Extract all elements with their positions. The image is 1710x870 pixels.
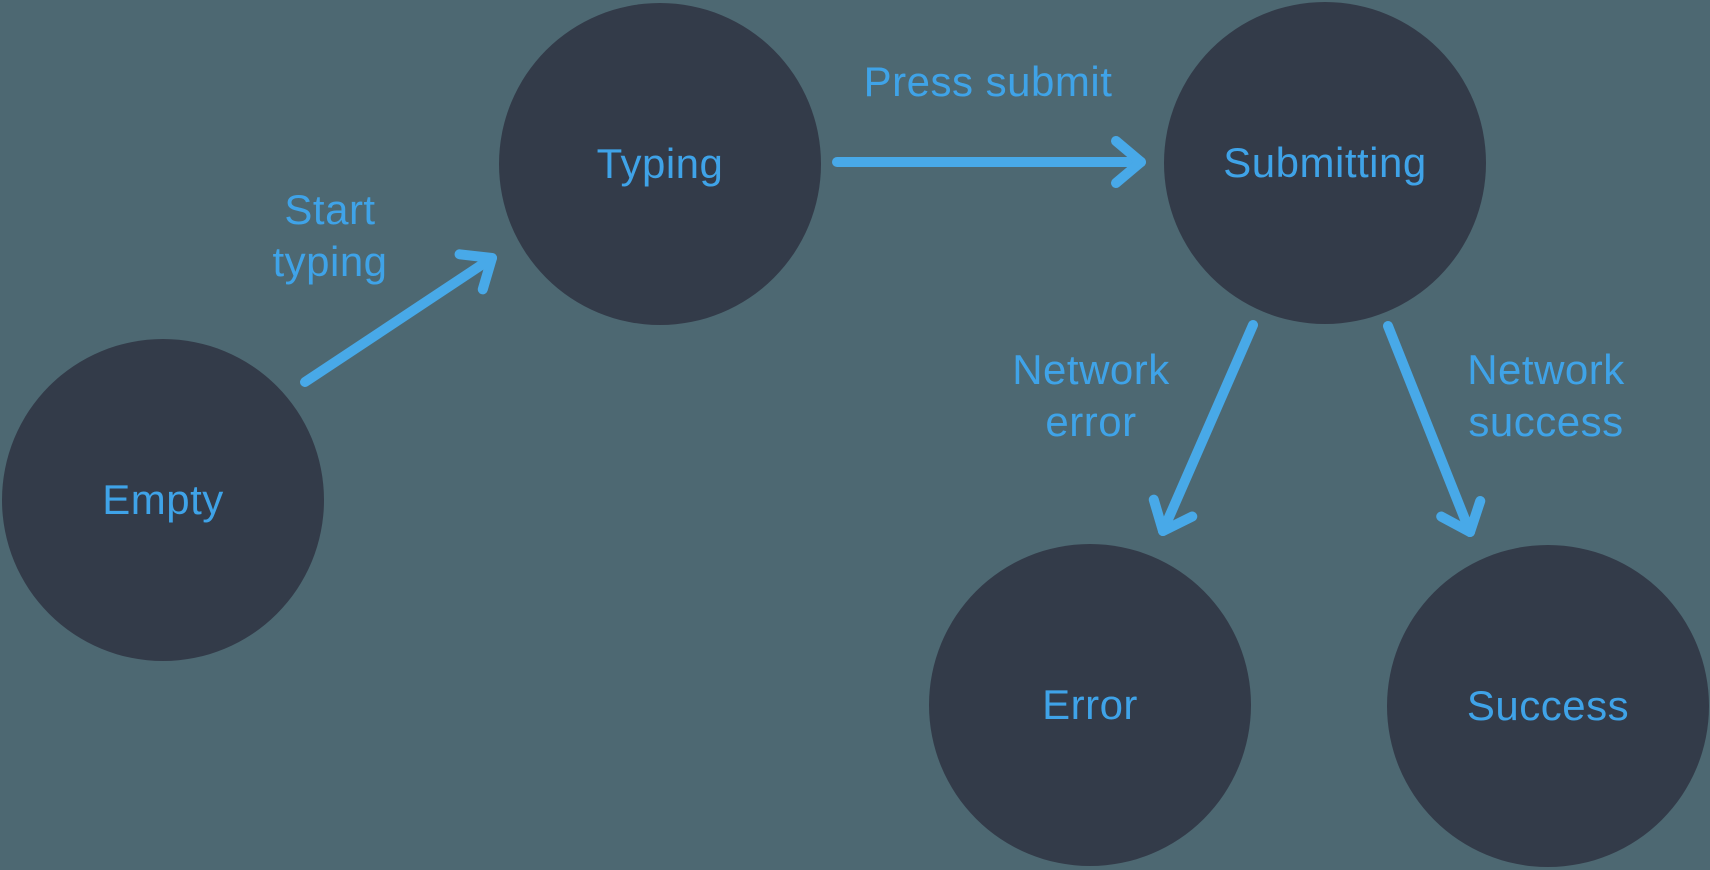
state-label-success: Success xyxy=(1466,682,1630,729)
state-label-submitting: Submitting xyxy=(1223,139,1427,186)
state-label-error: Error xyxy=(1042,681,1138,728)
edge-label-line: Network xyxy=(1467,346,1625,393)
state-label-empty: Empty xyxy=(102,476,224,523)
state-node-typing: Typing xyxy=(499,3,821,325)
edge-network-success-arrow xyxy=(1383,321,1486,537)
edge-label-line: Press submit xyxy=(863,58,1113,105)
edge-label-line: Network xyxy=(1012,346,1170,393)
state-node-success: Success xyxy=(1387,545,1709,867)
edge-label-line: error xyxy=(1045,398,1137,445)
edge-label-network-error: Network error xyxy=(1012,344,1170,448)
edge-label-network-success: Network success xyxy=(1467,344,1625,448)
edge-label-line: Start xyxy=(284,186,376,233)
state-node-submitting: Submitting xyxy=(1164,2,1486,324)
edge-label-press-submit: Press submit xyxy=(864,56,1113,108)
edge-network-error-arrow xyxy=(1148,320,1258,536)
edge-label-start-typing: Start typing xyxy=(272,184,387,288)
state-label-typing: Typing xyxy=(596,140,724,187)
state-node-error: Error xyxy=(929,544,1251,866)
state-node-empty: Empty xyxy=(2,339,324,661)
edge-label-line: typing xyxy=(272,238,388,285)
edge-label-line: success xyxy=(1468,398,1624,445)
